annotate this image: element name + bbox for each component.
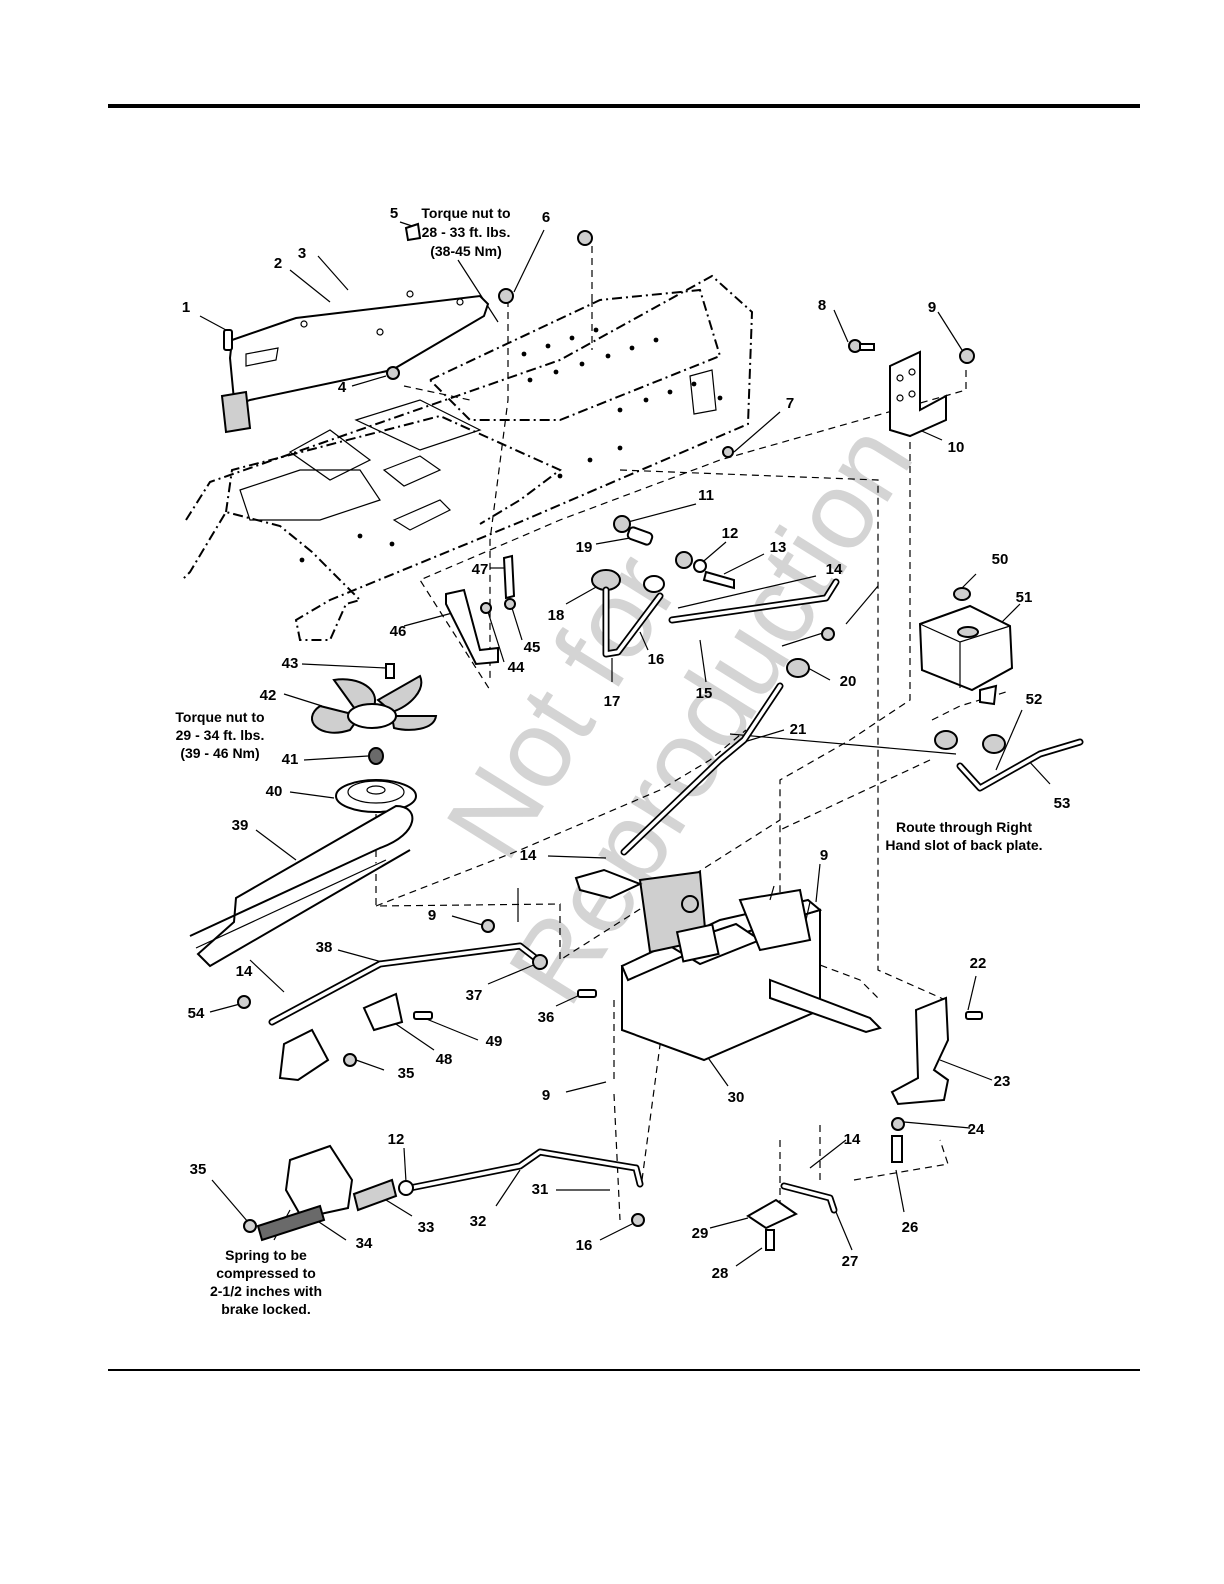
callout-label: 28 (712, 1265, 729, 1282)
callout-label: 9 (428, 907, 436, 924)
callout-label: 9 (542, 1087, 550, 1104)
callout-label: 19 (576, 539, 593, 556)
callout-label: 46 (390, 623, 407, 640)
note-line: Torque nut to (175, 709, 264, 725)
callout-label: 14 (844, 1131, 861, 1148)
callout-label: 47 (472, 561, 489, 578)
note-line: compressed to (216, 1265, 316, 1281)
callout-label: 18 (548, 607, 565, 624)
callout-label: 50 (992, 551, 1009, 568)
header-rule (108, 104, 1140, 108)
callout-label: 20 (840, 673, 857, 690)
torque-note-upper: Torque nut to 28 - 33 ft. lbs. (38-45 Nm… (421, 205, 510, 259)
callout-label: 40 (266, 783, 283, 800)
callout-label: 27 (842, 1253, 859, 1270)
callout-label: 45 (524, 639, 541, 656)
lever-linkage (591, 515, 840, 856)
fan-pulley-assembly (310, 663, 438, 813)
fasteners (223, 222, 975, 458)
idler-bracket (445, 554, 516, 666)
callout-label: 49 (486, 1033, 503, 1050)
note-line: Hand slot of back plate. (885, 837, 1042, 853)
callout-label: 7 (786, 395, 794, 412)
note-line: 28 - 33 ft. lbs. (422, 224, 511, 240)
callout-label: 5 (390, 205, 398, 222)
callout-label: 15 (696, 685, 713, 702)
callout-label: 41 (282, 751, 299, 768)
note-line: brake locked. (221, 1301, 311, 1317)
callout-label: 44 (508, 659, 525, 676)
callout-label: 14 (236, 963, 253, 980)
callout-label: 8 (818, 297, 826, 314)
callout-label: 36 (538, 1009, 555, 1026)
callout-label: 16 (576, 1237, 593, 1254)
callout-label: 24 (968, 1121, 985, 1138)
callout-label: 6 (542, 209, 550, 226)
callout-label: 14 (826, 561, 843, 578)
callout-label: 1 (182, 299, 190, 316)
callout-label: 14 (520, 847, 537, 864)
callout-label: 32 (470, 1213, 487, 1230)
spring-note: Spring to be compressed to 2-1/2 inches … (210, 1247, 322, 1317)
callout-label: 35 (190, 1161, 207, 1178)
note-line: (39 - 46 Nm) (180, 745, 259, 761)
callout-label: 48 (436, 1051, 453, 1068)
callout-label: 21 (790, 721, 807, 738)
callout-label: 30 (728, 1089, 745, 1106)
note-line: 29 - 34 ft. lbs. (176, 727, 265, 743)
callout-label: 54 (188, 1005, 205, 1022)
callout-label: 43 (282, 655, 299, 672)
callout-label: 31 (532, 1181, 549, 1198)
transaxle-part-30 (574, 868, 882, 1062)
footer-rule (108, 1369, 1140, 1371)
callout-label: 12 (388, 1131, 405, 1148)
callout-label: 9 (820, 847, 828, 864)
note-line: (38-45 Nm) (430, 243, 502, 259)
callout-label: 35 (398, 1065, 415, 1082)
note-line: Torque nut to (421, 205, 510, 221)
callout-label: 29 (692, 1225, 709, 1242)
callout-label: 11 (698, 487, 714, 504)
torque-note-fan: Torque nut to 29 - 34 ft. lbs. (39 - 46 … (175, 709, 264, 761)
callout-label: 16 (648, 651, 665, 668)
callout-label: 34 (356, 1235, 373, 1252)
bracket-part-10 (889, 350, 947, 438)
note-line: 2-1/2 inches with (210, 1283, 322, 1299)
callout-label: 13 (770, 539, 787, 556)
callout-label: 39 (232, 817, 249, 834)
callout-label: 22 (970, 955, 987, 972)
route-note: Route through Right Hand slot of back pl… (885, 819, 1042, 853)
note-line: Spring to be (225, 1247, 307, 1263)
reservoir-assembly (918, 587, 1084, 792)
callout-label: 4 (338, 379, 347, 396)
brake-lever (237, 919, 597, 1082)
callout-label: 51 (1016, 589, 1033, 606)
callout-label: 26 (902, 1219, 919, 1236)
tractor-frame (181, 274, 754, 641)
brake-rod-assembly (243, 1144, 645, 1242)
callout-label: 2 (274, 255, 282, 272)
dash-plate-part (220, 290, 490, 434)
callout-label: 33 (418, 1219, 435, 1236)
callout-label: 12 (722, 525, 739, 542)
callout-label: 42 (260, 687, 277, 704)
callout-label: 53 (1054, 795, 1071, 812)
callout-label: 9 (928, 299, 936, 316)
callout-label: 38 (316, 939, 333, 956)
callout-label: 23 (994, 1073, 1011, 1090)
callout-label: 37 (466, 987, 483, 1004)
note-line: Route through Right (896, 819, 1032, 835)
callout-label: 3 (298, 245, 306, 262)
callout-label: 52 (1026, 691, 1043, 708)
callout-label: 10 (948, 439, 965, 456)
drive-belt (189, 804, 414, 968)
callout-label: 17 (604, 693, 621, 710)
brake-bracket (890, 996, 983, 1163)
brake-arm (746, 1182, 838, 1251)
